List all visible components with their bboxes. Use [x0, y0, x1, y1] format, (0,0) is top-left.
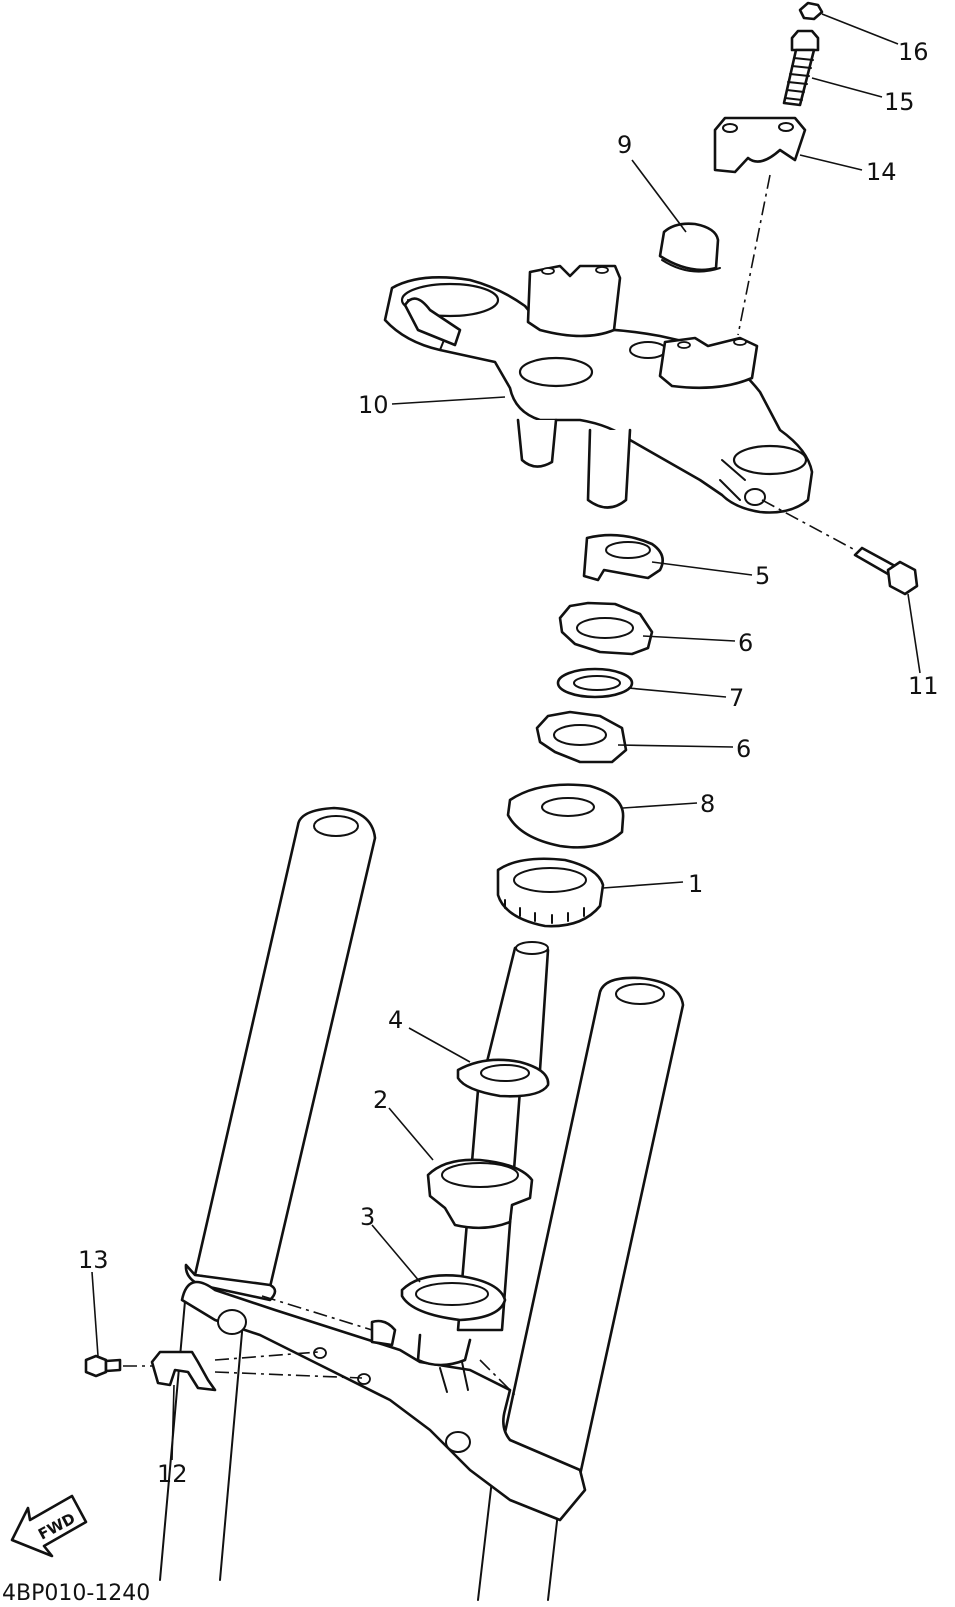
- part-14-handlebar-holder: [713, 116, 807, 174]
- part-4-race: [456, 1058, 550, 1098]
- part-13-bolt: [84, 1354, 122, 1378]
- callout-9: 9: [617, 131, 632, 159]
- callout-14: 14: [866, 158, 897, 186]
- part-16-cap: [798, 1, 824, 21]
- callout-2: 2: [373, 1086, 388, 1114]
- part-11-pinch-bolt: [853, 546, 919, 596]
- document-code: 4BP010-1240: [2, 1581, 150, 1606]
- callout-7: 7: [729, 684, 744, 712]
- part-10-upper-bracket: [383, 264, 814, 514]
- callout-1: 1: [688, 870, 703, 898]
- fork-tube-right: [477, 976, 685, 1601]
- part-3-dust-seal: [400, 1274, 507, 1322]
- callout-3: 3: [360, 1203, 375, 1231]
- callout-8-label: 8: [700, 790, 715, 818]
- callout-16: 16: [898, 38, 929, 66]
- callout-12: 12: [157, 1460, 188, 1488]
- callout-labels: 16 15 14 9 10 5 6 7 6 8 8 1 11 4 2 3 12 …: [78, 38, 939, 1488]
- callout-10: 10: [358, 391, 389, 419]
- callout-15: 15: [884, 88, 915, 116]
- callout-6-lower: 6: [736, 735, 751, 763]
- part-6-ring-nut-lower: [535, 710, 628, 764]
- part-9-crown-nut: [658, 222, 721, 273]
- callout-4: 4: [388, 1006, 403, 1034]
- fork-tube-left: [159, 806, 377, 1581]
- part-2-bearing: [426, 1158, 534, 1230]
- part-12-clamp: [150, 1350, 217, 1392]
- part-15-bolt: [782, 29, 820, 107]
- callout-11: 11: [908, 672, 939, 700]
- callout-5: 5: [755, 562, 770, 590]
- assembly-center-lines: [123, 174, 856, 1396]
- callout-6-upper: 6: [738, 629, 753, 657]
- part-6-ring-nut-upper: [558, 601, 654, 656]
- leader-lines: [91, 13, 921, 1461]
- part-5-lock-washer: [582, 533, 664, 582]
- lower-bracket: [180, 1263, 587, 1522]
- part-7-washer: [556, 667, 634, 699]
- callout-13-label: 13: [78, 1246, 109, 1274]
- fwd-direction-arrow: FWD: [10, 1494, 88, 1558]
- part-1-bearing: [496, 857, 605, 928]
- part-8-dust-cover: [506, 783, 625, 849]
- steering-stem: [456, 941, 550, 1332]
